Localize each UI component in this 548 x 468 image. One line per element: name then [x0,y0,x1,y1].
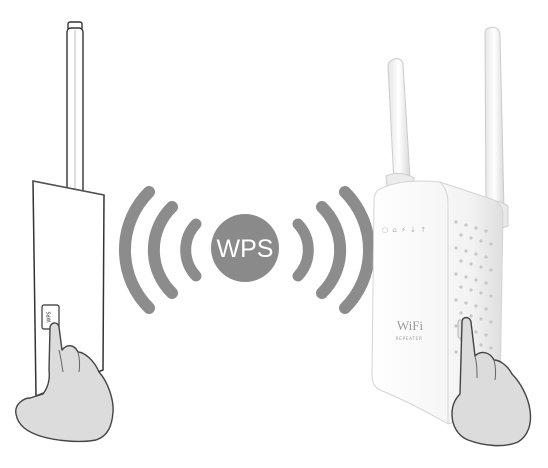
repeater-brand-text: WiFi [397,318,424,333]
wps-badge-label: WPS [217,235,274,263]
wps-badge: WPS [211,214,279,282]
left-pressing-hand [15,322,114,443]
right-pressing-hand [451,316,532,447]
repeater-model-text: REPEATER [396,336,423,342]
signal-waves-left [118,186,202,314]
left-router-wps-button-label: WPS [47,311,53,322]
repeater-panel-icons: ○ ⌂ ⚡ ↓ ↑ [382,226,427,234]
repeater-front-antenna [385,58,415,200]
repeater-wifi-logo: WiFi REPEATER [396,318,424,342]
signal-waves-right [292,186,376,314]
wifi-repeater: ○ ⌂ ⚡ ↓ ↑ WiFi REPEATER [371,26,532,447]
left-router: WPS [15,21,114,443]
